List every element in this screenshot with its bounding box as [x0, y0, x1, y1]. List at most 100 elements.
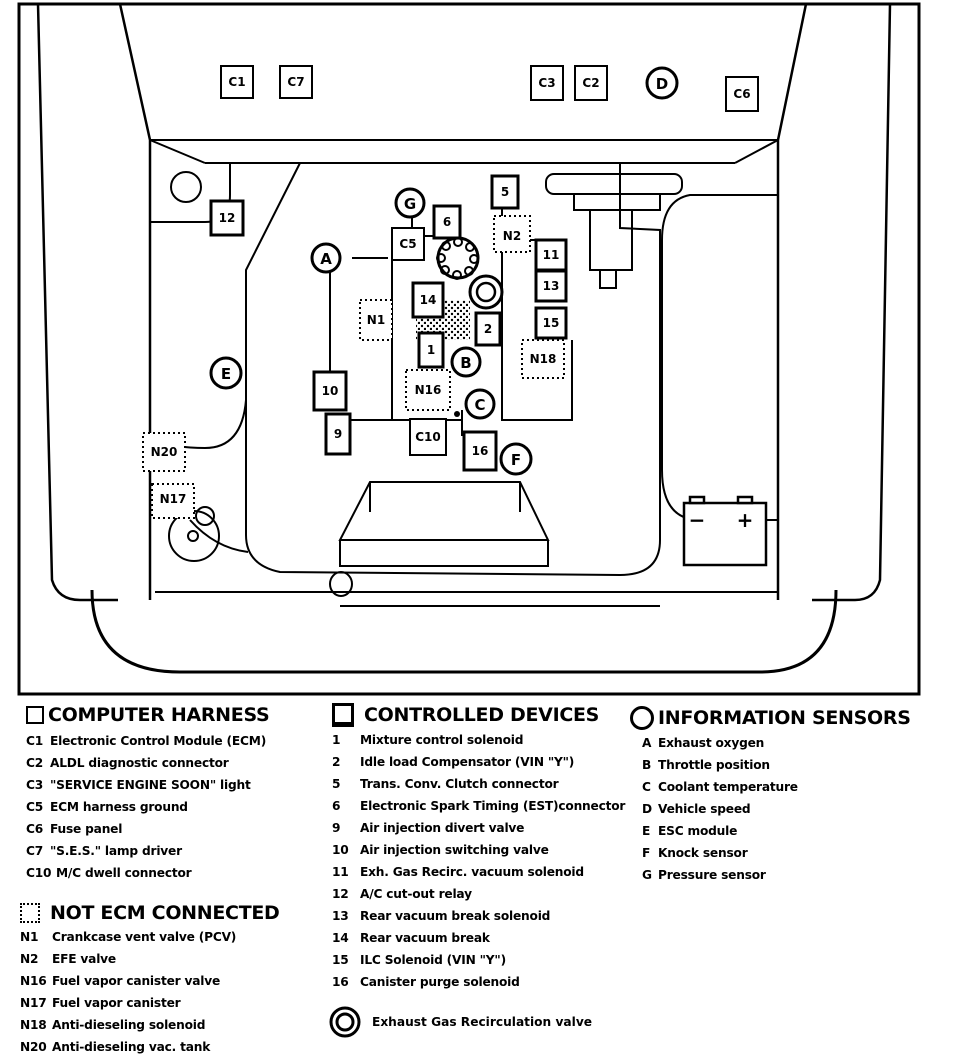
c5-box-shape: [391, 227, 425, 261]
legend-code: E: [642, 824, 651, 838]
n2-label: N2: [503, 229, 521, 243]
legend-desc: Rear vacuum break: [360, 931, 490, 945]
legend-code: 1: [332, 733, 341, 747]
sensor-c-shape: [464, 388, 496, 420]
sensor-f-shape: [499, 442, 533, 476]
legend-code: C2: [26, 756, 44, 770]
c6-box-shape: [725, 76, 759, 112]
device-6-shape: [432, 204, 462, 240]
legend-code: N18: [20, 1018, 47, 1032]
battery-minus-sign: −: [689, 508, 706, 532]
device-5-label: 5: [501, 185, 509, 199]
sensor-e-label: E: [221, 365, 231, 383]
engine-compartment-diagram: − + C1 C7 C3 C2 C6 C5 C10 12 5 6 11 13 1…: [17, 2, 921, 696]
air-cleaner-body: [589, 209, 633, 271]
list-item: C10 M/C dwell connector: [26, 862, 326, 884]
firewall-line: [149, 139, 779, 164]
c1-label: C1: [228, 75, 245, 89]
n18-label: N18: [530, 352, 557, 366]
legend-code: C5: [26, 800, 44, 814]
device-9-shape: [324, 412, 352, 456]
sensor-b-label: B: [460, 354, 471, 372]
legend-desc: M/C dwell connector: [56, 866, 192, 880]
sensor-d-shape: [645, 66, 679, 100]
sensor-a-shape: [310, 242, 342, 274]
front-panel-outline: [90, 589, 838, 674]
legend-desc: ALDL diagnostic connector: [50, 756, 229, 770]
legend-desc: Trans. Conv. Clutch connector: [360, 777, 559, 791]
device-13-label: 13: [543, 279, 560, 293]
legend-desc: Exhaust oxygen: [658, 736, 765, 750]
list-item: C3"SERVICE ENGINE SOON" light: [26, 774, 326, 796]
battery-terminal-pos: [736, 495, 754, 505]
legend-code: C10: [26, 866, 52, 880]
device-2-label: 2: [484, 322, 492, 336]
c2-box-shape: [574, 65, 608, 101]
n18-shape: [521, 339, 565, 379]
c3-label: C3: [538, 76, 555, 90]
list-item: C2 ALDL diagnostic connector: [26, 752, 326, 774]
legend-desc: Fuse panel: [50, 822, 123, 836]
legend-desc: Air injection divert valve: [360, 821, 525, 835]
air-cleaner-neck: [573, 194, 661, 211]
legend-code: 16: [332, 975, 349, 989]
legend-desc: ILC Solenoid (VIN "Y"): [360, 953, 506, 967]
thick-square-icon: [332, 703, 354, 727]
right-wheelhouse: [661, 194, 778, 521]
wire-center: [350, 410, 463, 436]
list-item: C7"S.E.S." lamp driver: [26, 840, 326, 862]
sensor-c-pointer-dot: [454, 411, 460, 417]
sensor-b-shape: [450, 346, 482, 378]
air-cleaner-top: [545, 173, 683, 195]
legend-desc: Knock sensor: [658, 846, 748, 860]
device-13-shape: [534, 269, 568, 303]
legend-code: N16: [20, 974, 47, 988]
c7-box-shape: [279, 65, 313, 99]
legend-egr-label: Exhaust Gas Recirculation valve: [372, 1015, 593, 1029]
legend-code: N20: [20, 1040, 47, 1054]
legend-code: 13: [332, 909, 349, 923]
c5-label: C5: [399, 237, 416, 251]
radiator-cap: [329, 571, 353, 597]
legend-desc: Anti-dieseling vac. tank: [52, 1040, 211, 1054]
list-item: N20 Anti-dieseling vac. tank: [20, 1036, 320, 1058]
legend-desc: Idle load Compensator (VIN "Y"): [360, 755, 575, 769]
distributor-terminals: [436, 237, 479, 280]
legend-code: D: [642, 802, 652, 816]
n1-shape: [359, 299, 393, 341]
legend-code: 12: [332, 887, 349, 901]
sensor-c-label: C: [474, 396, 485, 414]
legend-egr-valve: Exhaust Gas Recirculation valve: [328, 1005, 592, 1039]
legend-code: C3: [26, 778, 44, 792]
device-1-shape: [417, 331, 445, 369]
legend-desc: Throttle position: [658, 758, 770, 772]
device-15-label: 15: [543, 316, 560, 330]
legend-code: C1: [26, 734, 44, 748]
engine-outline: [245, 163, 661, 577]
device-14-shape: [411, 281, 445, 319]
air-cleaner-snorkel: [599, 269, 617, 289]
legend-desc: Fuel vapor canister: [52, 996, 181, 1010]
c6-label: C6: [733, 87, 750, 101]
legend-desc: ECM harness ground: [50, 800, 188, 814]
